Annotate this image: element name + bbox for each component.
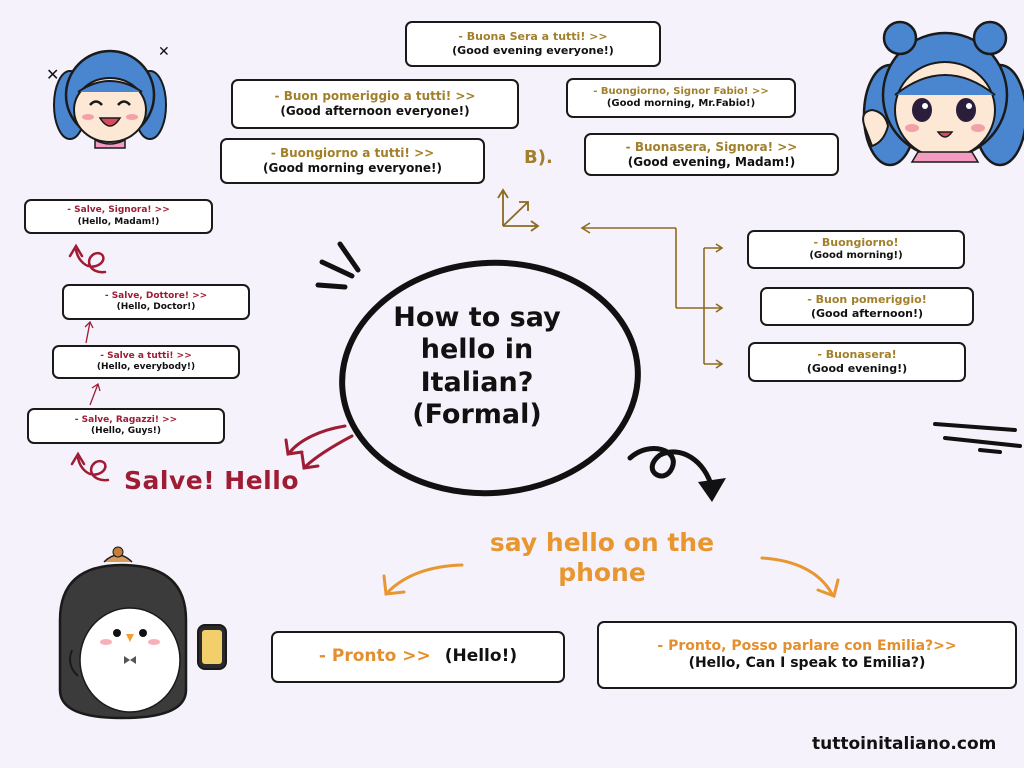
card-buonasera-signora: - Buonasera, Signora! >> (Good evening, … [584,133,839,176]
card-italian-text: - Buonasera! [817,348,897,362]
right-branch-lines [580,222,724,369]
penguin-phone-icon [58,546,227,720]
card-buon-pomeriggio: - Buon pomeriggio! (Good afternoon!) [760,287,974,326]
center-title-line-1: How to say [393,302,561,333]
card-italian-text: - Buongiorno! [813,236,899,250]
center-title-line-3: Italian? [420,366,534,398]
up-arrows [497,188,540,232]
card-italian-text: - Buona Sera a tutti! >> [458,30,608,44]
card-pronto-emilia: - Pronto, Posso parlare con Emilia?>> (H… [597,621,1017,689]
svg-text:✕: ✕ [158,44,170,60]
card-english-text: (Good evening, Madam!) [627,154,796,169]
card-buongiorno-signor-fabio: - Buongiorno, Signor Fabio! >> (Good mor… [566,78,796,118]
card-italian-text: - Salve a tutti! >> [100,350,192,361]
phone-section-title: say hello on the phone [462,528,742,588]
card-italian-text: - Salve, Ragazzi! >> [74,414,178,425]
svg-text:✕: ✕ [46,65,59,84]
card-italian-text: - Salve, Dottore! >> [104,290,208,301]
card-italian-text: - Salve, Signora! >> [67,205,170,216]
card-english-text: (Good afternoon!) [810,306,924,320]
card-buon-pomeriggio-a-tutti: - Buon pomeriggio a tutti! >> (Good afte… [231,79,519,129]
card-italian-text: - Buongiorno, Signor Fabio! >> [593,85,769,97]
card-english-text: (Good evening!) [806,362,908,375]
card-buona-sera-a-tutti: - Buona Sera a tutti! >> (Good evening e… [405,21,661,67]
card-italian-text: - Pronto >> [318,646,431,667]
card-english-text: (Hello, Doctor!) [116,302,196,312]
card-english-text: (Good evening everyone!) [452,44,614,57]
loop-arrow-head [698,478,726,502]
card-english-text: (Good afternoon everyone!) [280,104,470,118]
card-italian-text: - Buon pomeriggio a tutti! >> [274,89,476,103]
card-salve-signora: - Salve, Signora! >> (Hello, Madam!) [24,199,213,234]
left-small-arrows [84,320,101,406]
card-buongiorno-a-tutti: - Buongiorno a tutti! >> (Good morning e… [220,138,485,184]
card-italian-text: - Buonasera, Signora! >> [625,139,798,154]
footer-website: tuttoinitaliano.com [812,734,997,754]
card-italian-text: - Buongiorno a tutti! >> [270,146,435,160]
card-english-text: (Good morning, Mr.Fabio!) [606,98,756,109]
phone-arrows [382,556,840,598]
card-italian-text: - Buon pomeriggio! [807,292,927,306]
salve-hello-label: Salve! Hello [124,466,299,495]
phone-title-line-2: phone [558,558,646,587]
center-title: How to say hello in Italian? (Formal) [372,302,582,432]
girl-waving-icon [862,20,1024,167]
girl-laughing-icon: ✕ ✕ [46,44,170,149]
card-english-text: (Hello, Can I speak to Emilia?) [688,655,926,671]
card-english-text: (Hello, Madam!) [77,216,160,227]
card-salve-a-tutti: - Salve a tutti! >> (Hello, everybody!) [52,345,240,379]
loop-arrow [627,446,715,491]
card-pronto: - Pronto >> (Hello!) [271,631,565,683]
center-ellipse [339,259,641,497]
emphasis-strokes [315,241,361,290]
phone-title-line-1: say hello on the [489,528,715,557]
card-english-text: (Hello, everybody!) [96,362,196,372]
card-buongiorno: - Buongiorno! (Good morning!) [747,230,965,269]
center-title-line-2: hello in [420,334,534,366]
b-label: B). [524,147,553,168]
card-salve-ragazzi: - Salve, Ragazzi! >> (Hello, Guys!) [27,408,225,444]
left-curl-arrows [68,243,110,482]
card-buonasera: - Buonasera! (Good evening!) [748,342,966,382]
card-italian-text: - Pronto, Posso parlare con Emilia?>> [657,637,957,654]
card-english-text: (Good morning everyone!) [263,161,442,175]
card-english-text: (Hello, Guys!) [91,426,161,436]
card-english-text: (Good morning!) [809,250,903,262]
card-salve-dottore: - Salve, Dottore! >> (Hello, Doctor!) [62,284,250,320]
center-title-line-4: (Formal) [412,399,542,431]
speed-lines [933,422,1022,454]
salve-arrows [284,424,354,470]
card-english-text: (Hello!) [444,646,518,667]
